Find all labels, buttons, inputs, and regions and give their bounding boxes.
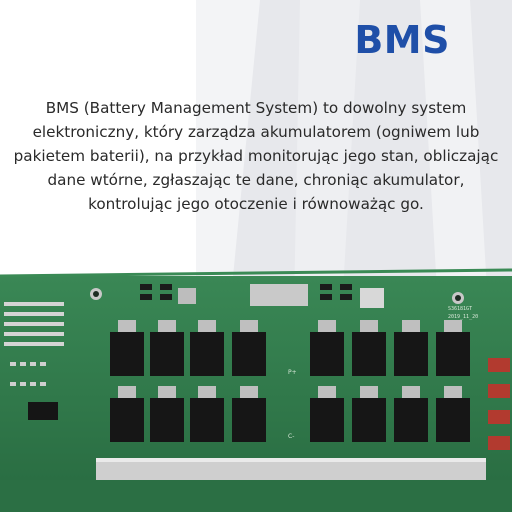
description-line: BMS (Battery Management System) to dowol… — [45, 99, 467, 117]
pcb-board-image: S36181GT 2019_11_20 P+ C- — [0, 268, 512, 512]
pad-plus-label: P+ — [288, 369, 297, 376]
board-marking-1: S36181GT — [448, 306, 472, 312]
description-line: pakietem baterii), na przykład monitoruj… — [13, 147, 499, 165]
description-line: elektroniczny, który zarządza akumulator… — [32, 123, 480, 141]
description-line: kontrolując jego otoczenie i równoważąc … — [88, 195, 424, 213]
description-line: dane wtórne, zgłaszając te dane, chronią… — [47, 171, 465, 189]
board-marking-2: 2019_11_20 — [448, 314, 478, 320]
description-text: BMS (Battery Management System) to dowol… — [4, 96, 508, 216]
pad-minus-label: C- — [288, 433, 294, 440]
page-title: BMS — [354, 18, 450, 62]
